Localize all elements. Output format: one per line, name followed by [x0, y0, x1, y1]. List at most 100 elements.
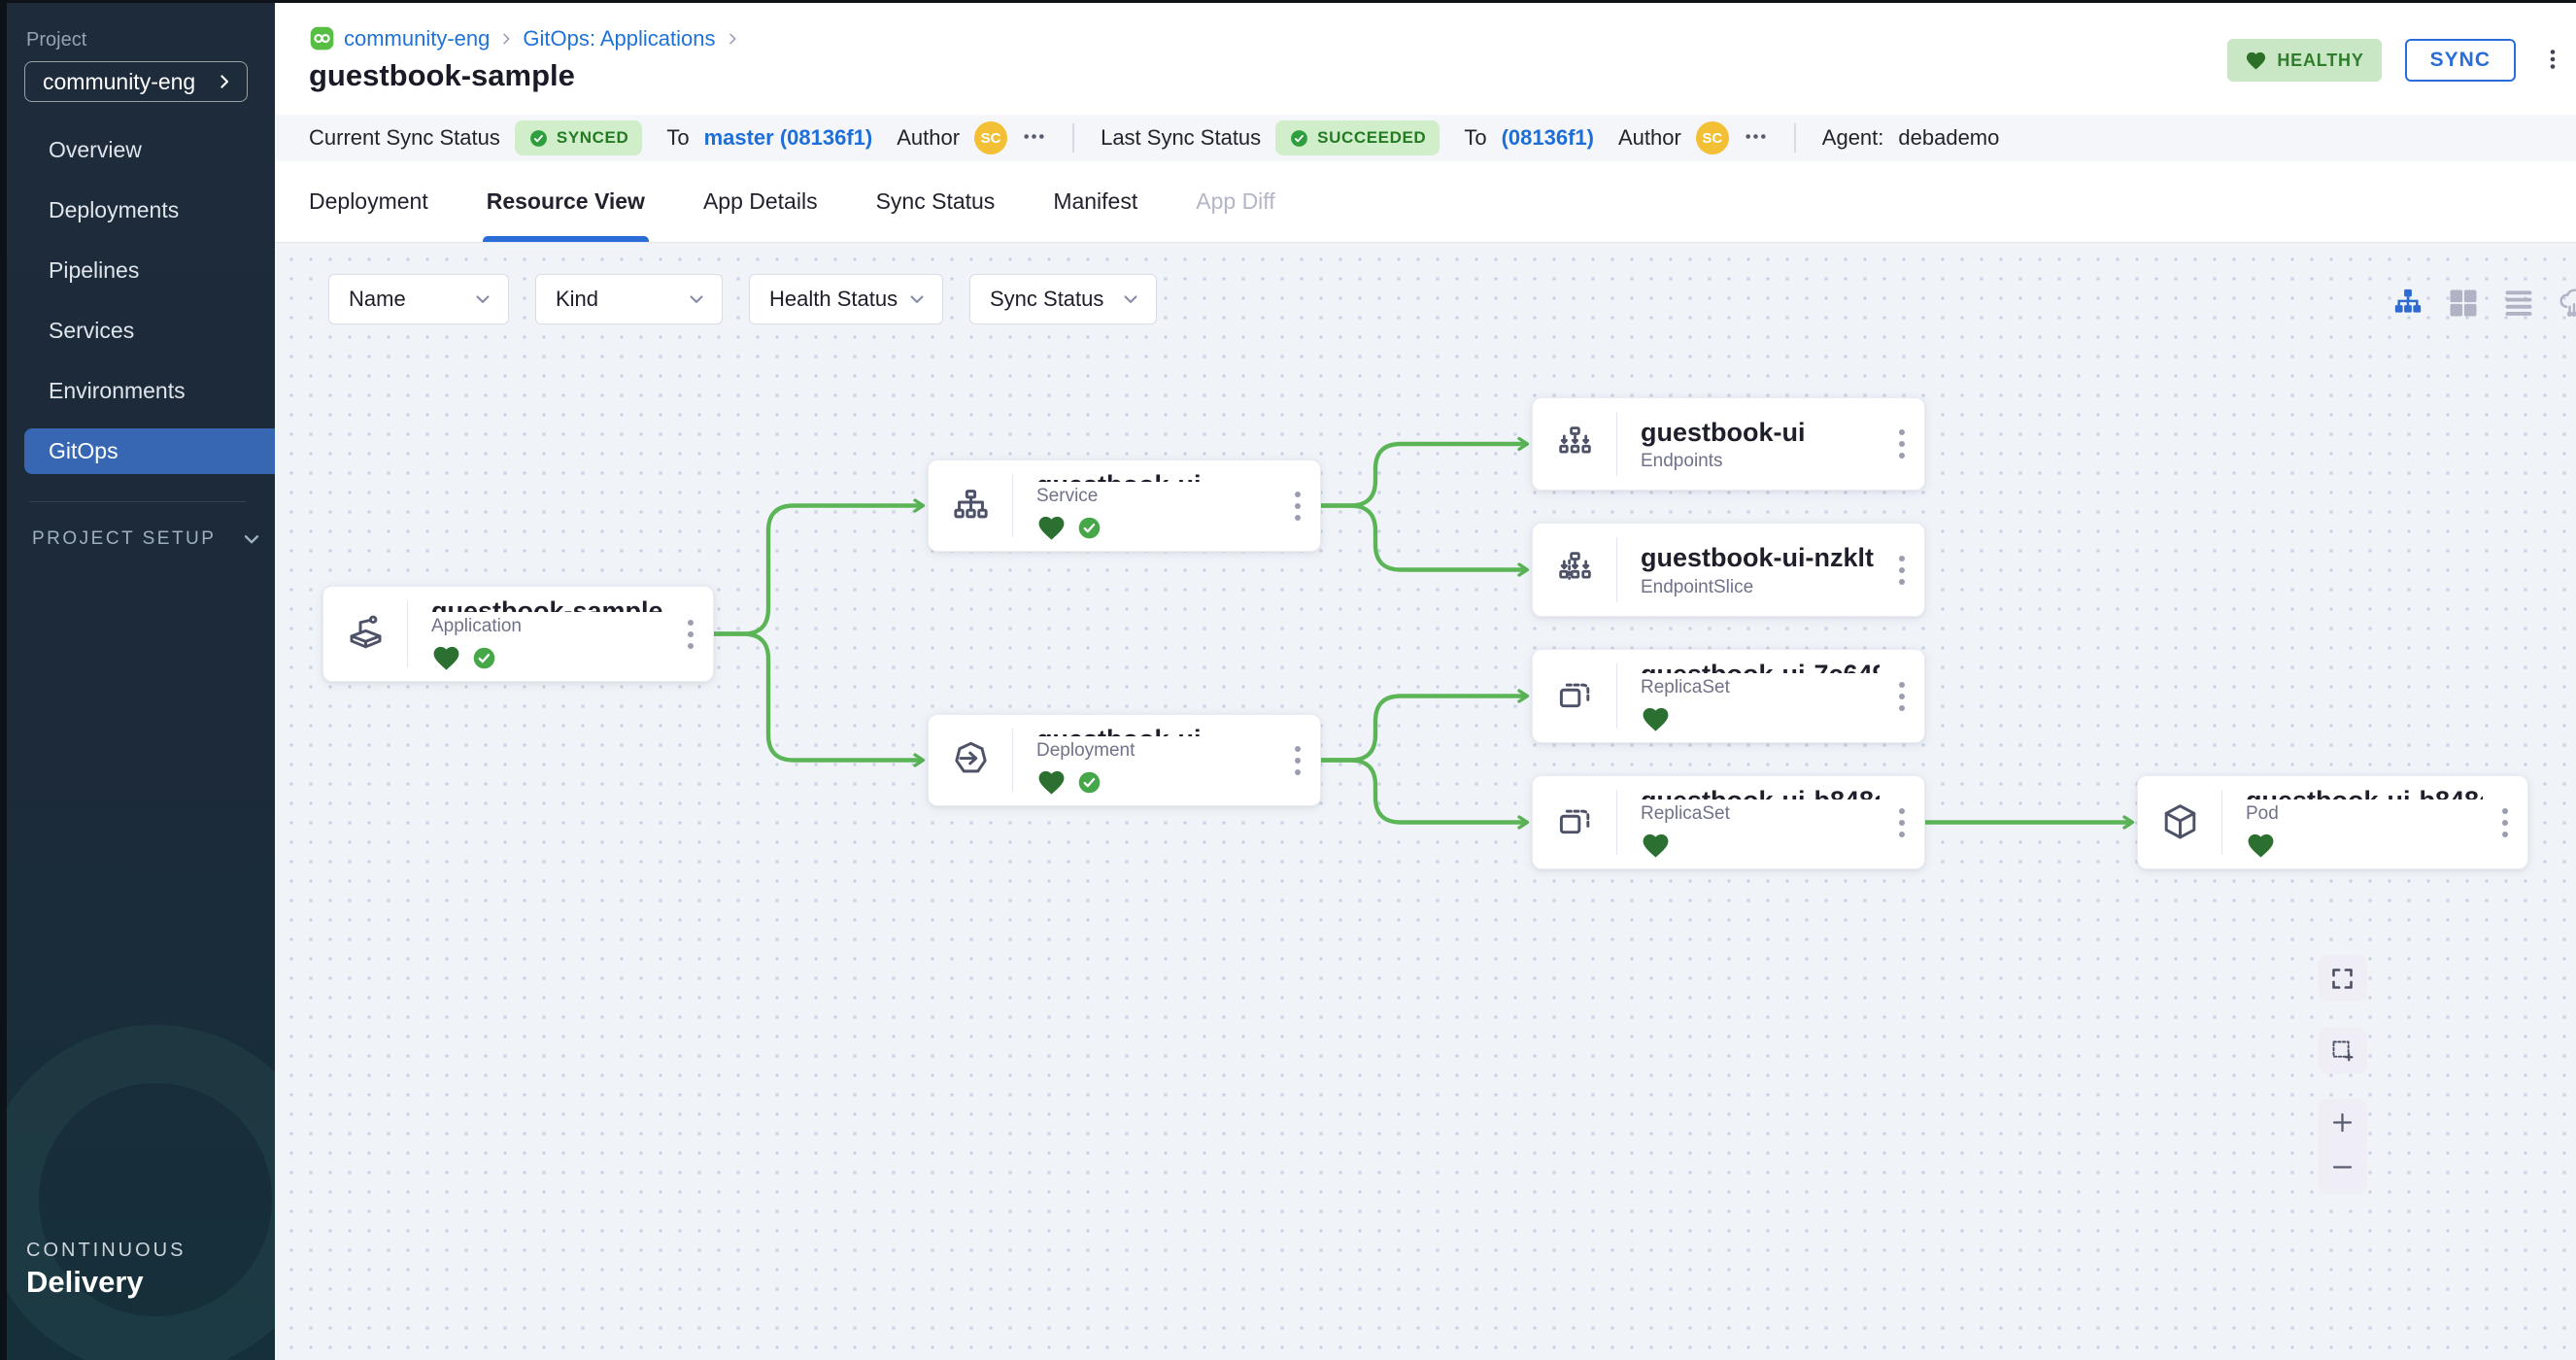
grid-view-button[interactable]: [2446, 286, 2481, 323]
filter-name[interactable]: Name: [328, 274, 509, 324]
node-menu-kebab-icon[interactable]: [1291, 742, 1305, 779]
node-menu-kebab-icon[interactable]: [1291, 488, 1305, 525]
current-sync-status-label: Current Sync Status: [309, 125, 500, 151]
resource-kind: Pod: [2246, 803, 2483, 825]
project-selector[interactable]: community-eng: [24, 61, 248, 102]
pod-icon: [2138, 776, 2221, 868]
author-avatar: SC: [1696, 121, 1729, 154]
resource-node-rs2[interactable]: guestbook-ui-b848d5d9dReplicaSet: [1532, 775, 1925, 869]
project-setup-label: PROJECT SETUP: [32, 528, 216, 550]
view-toggles: [2390, 286, 2576, 323]
check-circle-icon: [1289, 128, 1309, 149]
edge-app-dep: [714, 634, 921, 761]
resource-node-pod[interactable]: guestbook-ui-b848d5d9...Pod: [2137, 775, 2528, 869]
filter-kind[interactable]: Kind: [535, 274, 723, 324]
tree-view-button[interactable]: [2390, 286, 2425, 323]
sidebar-item-deployments[interactable]: Deployments: [24, 187, 275, 233]
tab-deployment[interactable]: Deployment: [309, 161, 428, 242]
zoom-in-icon: [2329, 1109, 2356, 1136]
application-icon: [323, 587, 407, 681]
project-setup-toggle[interactable]: PROJECT SETUP: [26, 527, 268, 551]
sidebar-item-gitops[interactable]: GitOps: [24, 428, 275, 474]
filter-bar: Name Kind Health Status Sync Status: [328, 274, 1157, 324]
more-options-kebab-icon[interactable]: [2539, 46, 2566, 76]
filter-sync-status[interactable]: Sync Status: [969, 274, 1157, 324]
node-menu-kebab-icon[interactable]: [684, 616, 697, 653]
sidebar-item-overview[interactable]: Overview: [24, 127, 275, 173]
last-sync-status-label: Last Sync Status: [1101, 125, 1261, 151]
current-revision-link[interactable]: master (08136f1): [704, 125, 873, 151]
author-label: Author: [1618, 125, 1681, 151]
succeeded-badge-label: SUCCEEDED: [1317, 128, 1426, 148]
tab-manifest[interactable]: Manifest: [1053, 161, 1137, 242]
filter-label: Kind: [556, 287, 598, 312]
node-menu-kebab-icon[interactable]: [1895, 425, 1909, 462]
last-revision-link[interactable]: (08136f1): [1502, 125, 1594, 151]
sidebar-item-label: GitOps: [49, 438, 119, 464]
to-label: To: [1464, 125, 1486, 151]
node-menu-kebab-icon[interactable]: [2498, 804, 2512, 841]
node-menu-kebab-icon[interactable]: [1895, 552, 1909, 589]
resource-name: guestbook-ui-b848d5d9d: [1641, 786, 1880, 799]
resource-kind: EndpointSlice: [1641, 577, 1880, 598]
resource-tree-canvas[interactable]: guestbook-sampleApplicationguestbook-uiS…: [275, 242, 2576, 1360]
healthy-heart-icon: [2246, 831, 2276, 861]
breadcrumb-applications-link[interactable]: GitOps: Applications: [523, 26, 715, 51]
node-menu-kebab-icon[interactable]: [1895, 678, 1909, 715]
health-status-label: HEALTHY: [2277, 51, 2363, 71]
list-view-button[interactable]: [2501, 286, 2536, 323]
node-menu-kebab-icon[interactable]: [1895, 804, 1909, 841]
tab-app-details[interactable]: App Details: [703, 161, 818, 242]
sidebar-item-services[interactable]: Services: [24, 308, 275, 354]
zoom-in-button[interactable]: [2329, 1109, 2356, 1139]
tab-app-diff[interactable]: App Diff: [1196, 161, 1274, 242]
resource-node-rs1[interactable]: guestbook-ui-7c64987dc9ReplicaSet: [1532, 649, 1925, 743]
health-status-badge: HEALTHY: [2227, 39, 2381, 82]
tree-view-icon: [2390, 286, 2425, 321]
commit-info-dots-icon[interactable]: [1744, 124, 1768, 152]
edge-dep-rs2: [1321, 761, 1525, 823]
list-view-icon: [2501, 286, 2536, 321]
divider: [1794, 123, 1796, 153]
resource-node-svc[interactable]: guestbook-uiService: [928, 459, 1321, 552]
tab-bar: Deployment Resource View App Details Sync S…: [275, 161, 2576, 242]
resource-node-app[interactable]: guestbook-sampleApplication: [322, 586, 714, 682]
resource-status: [1641, 704, 1880, 734]
tab-resource-view[interactable]: Resource View: [487, 161, 645, 242]
network-view-button[interactable]: [2557, 286, 2576, 323]
resource-node-eps[interactable]: guestbook-ui-nzkltEndpointSlice: [1532, 523, 1925, 617]
endpoints-icon: [1533, 398, 1616, 490]
replicaset-icon: [1533, 650, 1616, 742]
fullscreen-icon: [2329, 966, 2356, 992]
check-circle-icon: [528, 128, 549, 149]
commit-info-dots-icon[interactable]: [1022, 124, 1046, 152]
sidebar-item-label: Overview: [49, 137, 142, 163]
edge-dep-rs1: [1321, 697, 1525, 761]
sidebar-item-pipelines[interactable]: Pipelines: [24, 248, 275, 293]
filter-label: Health Status: [769, 287, 898, 312]
tab-sync-status[interactable]: Sync Status: [876, 161, 996, 242]
replicaset-icon: [1533, 776, 1616, 868]
synced-badge-label: SYNCED: [557, 128, 628, 148]
resource-node-ep[interactable]: guestbook-uiEndpoints: [1532, 397, 1925, 491]
breadcrumb-project-link[interactable]: community-eng: [344, 26, 490, 51]
resource-name: guestbook-ui: [1036, 725, 1275, 736]
zoom-out-button[interactable]: [2329, 1154, 2356, 1183]
filter-health-status[interactable]: Health Status: [749, 274, 943, 324]
fullscreen-button[interactable]: [2318, 955, 2367, 1002]
sidebar-item-label: Deployments: [49, 197, 179, 223]
resource-status: [1641, 831, 1880, 861]
window-left-edge: [0, 0, 7, 1360]
grid-view-icon: [2446, 286, 2481, 321]
resource-node-dep[interactable]: guestbook-uiDeployment: [928, 714, 1321, 806]
sync-button[interactable]: SYNC: [2405, 39, 2516, 82]
select-region-button[interactable]: [2318, 1027, 2367, 1073]
resource-name: guestbook-ui: [1036, 470, 1275, 482]
sidebar-item-environments[interactable]: Environments: [24, 368, 275, 414]
to-label: To: [666, 125, 689, 151]
synced-badge: SYNCED: [515, 120, 642, 155]
edge-app-svc: [714, 506, 921, 634]
resource-kind: Application: [431, 616, 668, 637]
page-header: community-eng GitOps: Applications guest…: [275, 0, 2576, 115]
synced-check-icon: [471, 645, 497, 671]
